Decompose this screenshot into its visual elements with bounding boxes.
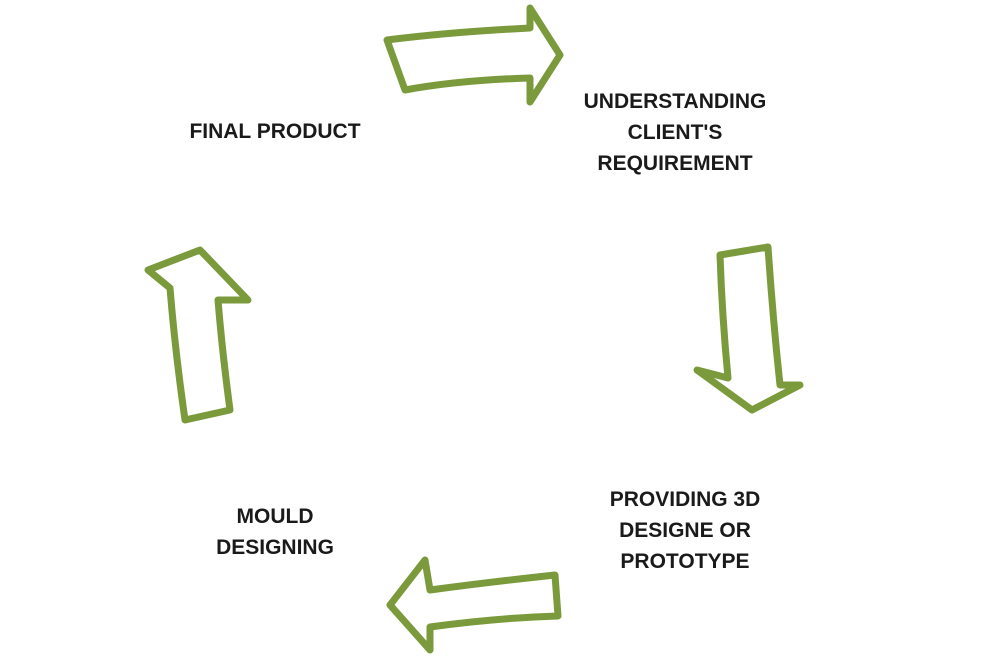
step-label-line: MOULD <box>236 505 314 528</box>
step-final-product: FINAL PRODUCT <box>160 116 390 147</box>
step-label-line: FINAL PRODUCT <box>189 120 361 143</box>
step-label-line: UNDERSTANDING <box>583 90 767 113</box>
step-label-line: PROTOTYPE <box>620 550 750 573</box>
arrow-down-icon <box>693 243 804 414</box>
step-label-line: CLIENT'S <box>627 121 723 144</box>
step-mould-designing: MOULD DESIGNING <box>185 501 365 563</box>
step-label-line: PROVIDING 3D <box>609 488 761 511</box>
arrow-left-icon <box>386 556 562 654</box>
step-label-line: REQUIREMENT <box>597 152 753 175</box>
step-understanding-requirement: UNDERSTANDING CLIENT'S REQUIREMENT <box>545 86 805 179</box>
arrow-right-icon <box>383 4 564 106</box>
arrow-up-icon <box>144 246 252 424</box>
step-label-line: DESIGNING <box>216 536 334 559</box>
step-label-line: DESIGNE OR <box>619 519 751 542</box>
step-providing-3d-design: PROVIDING 3D DESIGNE OR PROTOTYPE <box>560 484 810 577</box>
